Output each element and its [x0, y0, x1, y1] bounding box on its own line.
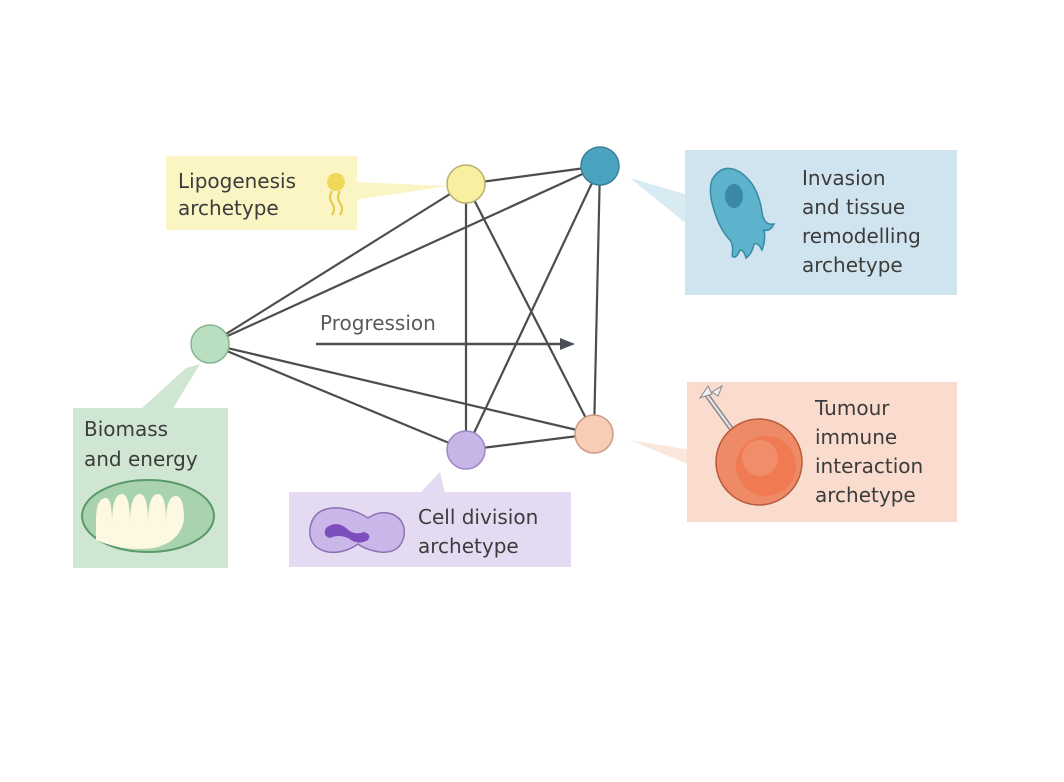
edge-lipogenesis-invasion	[465, 164, 601, 186]
invasion-label-line1: Invasion	[802, 166, 886, 190]
cell-division-callout: Cell division archetype	[289, 472, 571, 567]
node-cell-division	[446, 430, 486, 470]
lipogenesis-label-line1: Lipogenesis	[178, 169, 296, 193]
dividing-cell-icon	[309, 507, 405, 554]
edge-biomass-cell-division	[209, 342, 467, 452]
lipid-molecule-icon	[327, 173, 345, 216]
cell-division-label-line2: archetype	[418, 534, 519, 558]
mitochondrion-icon	[81, 479, 215, 553]
immune-callout: Tumour immune interaction archetype	[630, 382, 957, 522]
edge-invasion-cell-division	[465, 165, 601, 451]
edge-cell-division-immune	[465, 432, 595, 452]
immune-label-line1: Tumour	[814, 396, 890, 420]
invasion-label-line3: remodelling	[802, 224, 921, 248]
tumour-cell-with-arrow-icon	[698, 384, 803, 506]
edge-biomass-lipogenesis	[209, 183, 467, 345]
immune-label-line3: interaction	[815, 454, 923, 478]
edge-lipogenesis-immune	[465, 183, 595, 435]
progression-arrow	[316, 338, 575, 350]
invasion-callout: Invasion and tissue remodelling archetyp…	[630, 150, 957, 295]
lipogenesis-callout: Lipogenesis archetype	[166, 156, 448, 230]
biomass-label-line2: and energy	[84, 447, 198, 471]
biomass-callout: Biomass and energy	[73, 364, 228, 568]
node-biomass	[190, 324, 230, 364]
immune-label-line2: immune	[815, 425, 897, 449]
node-immune	[574, 414, 614, 454]
immune-label-line4: archetype	[815, 483, 916, 507]
cell-division-label-line1: Cell division	[418, 505, 538, 529]
progression-label: Progression	[320, 311, 436, 335]
node-lipogenesis	[446, 164, 486, 204]
network-edges	[209, 164, 602, 452]
lipogenesis-label-line2: archetype	[178, 196, 279, 220]
invasion-label-line2: and tissue	[802, 195, 905, 219]
invasion-label-line4: archetype	[802, 253, 903, 277]
biomass-label-line1: Biomass	[84, 417, 168, 441]
node-invasion	[580, 146, 620, 186]
edge-biomass-immune	[209, 342, 595, 436]
edge-invasion-immune	[592, 165, 602, 435]
network-nodes	[190, 146, 620, 470]
invasive-cell-icon	[709, 167, 776, 260]
edge-biomass-invasion	[209, 164, 601, 346]
